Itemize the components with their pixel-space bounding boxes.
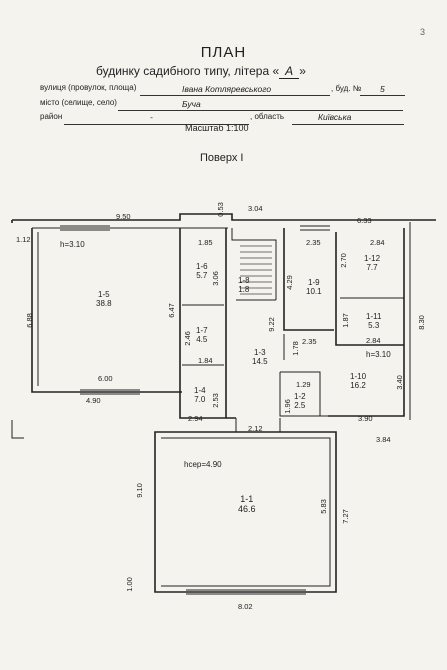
city-value: Буча [182, 99, 201, 109]
dimension-label: 1.12 [16, 235, 31, 244]
dimension-label: 1.00 [124, 577, 134, 592]
dimension-label: 9.22 [266, 317, 276, 332]
page-number: 3 [420, 27, 426, 37]
dimension-label: 4.90 [86, 396, 101, 405]
region-underline [292, 124, 404, 125]
dimension-label: 6.00 [98, 374, 113, 383]
dimension-label: 2.70 [338, 253, 348, 268]
dimension-label: 3.90 [358, 414, 373, 423]
dimension-label: 1.78 [290, 341, 300, 356]
district-value: - [150, 112, 153, 122]
dimension-label: 6.47 [166, 303, 176, 318]
district-underline [64, 124, 249, 125]
city-underline [118, 110, 403, 111]
document-subtitle: будинку садибного типу, літера «А» [96, 64, 306, 79]
subtitle-suffix: » [299, 64, 306, 78]
dimension-label: 3.06 [210, 271, 220, 286]
dimension-label: 0.53 [215, 202, 225, 217]
dimension-label: 1.87 [340, 313, 350, 328]
dimension-label: 9.50 [116, 212, 131, 221]
dimension-label: 2.53 [210, 393, 220, 408]
dimension-label: 1.96 [282, 399, 292, 414]
building-letter: А [279, 64, 300, 79]
dimension-label: 1.29 [296, 380, 311, 389]
dimension-label: 2.12 [248, 424, 263, 433]
dimension-label: 3.40 [394, 375, 404, 390]
dimension-label: 2.35 [302, 337, 317, 346]
dimension-label: 4.29 [284, 275, 294, 290]
floor-title: Поверх І [200, 152, 244, 164]
house-underline [360, 95, 405, 96]
dimension-label: 7.27 [340, 509, 350, 524]
dimension-label: 2.84 [366, 336, 381, 345]
document-title: ПЛАН [200, 44, 247, 61]
dimension-label: 8.30 [416, 315, 426, 330]
region-label: , область [250, 112, 285, 121]
dimension-label: 2.94 [188, 414, 203, 423]
height-label-1-5: h=3.10 [60, 240, 85, 249]
house-label: , буд. № [331, 84, 362, 93]
district-label: район [40, 112, 63, 121]
dimension-label: 8.02 [238, 602, 253, 611]
dimension-label: 1.84 [198, 356, 213, 365]
region-value: Київська [318, 112, 352, 122]
scale-label: Масштаб 1:100 [185, 123, 249, 133]
dimension-label: 5.83 [318, 499, 328, 514]
dimension-label: 1.85 [198, 238, 213, 247]
dimension-label: 2.84 [370, 238, 385, 247]
subtitle-prefix: будинку садибного типу, літера « [96, 64, 280, 78]
dimension-label: 3.84 [376, 435, 391, 444]
dimension-label: 6.33 [357, 216, 372, 225]
street-label: вулиця (провулок, площа) [40, 83, 137, 92]
dimension-label: 6.88 [24, 313, 34, 328]
street-underline [140, 95, 330, 96]
dimension-label: 9.10 [134, 483, 144, 498]
house-value: 5 [380, 84, 385, 94]
height-label-1-10: h=3.10 [366, 350, 391, 359]
dimension-label: 3.04 [248, 204, 263, 213]
city-label: місто (селище, село) [40, 98, 117, 107]
street-value: Івана Котляревського [182, 84, 272, 94]
dimension-label: 2.35 [306, 238, 321, 247]
height-label-1-1: hсер=4.90 [184, 460, 222, 469]
dimension-label: 2.46 [182, 331, 192, 346]
